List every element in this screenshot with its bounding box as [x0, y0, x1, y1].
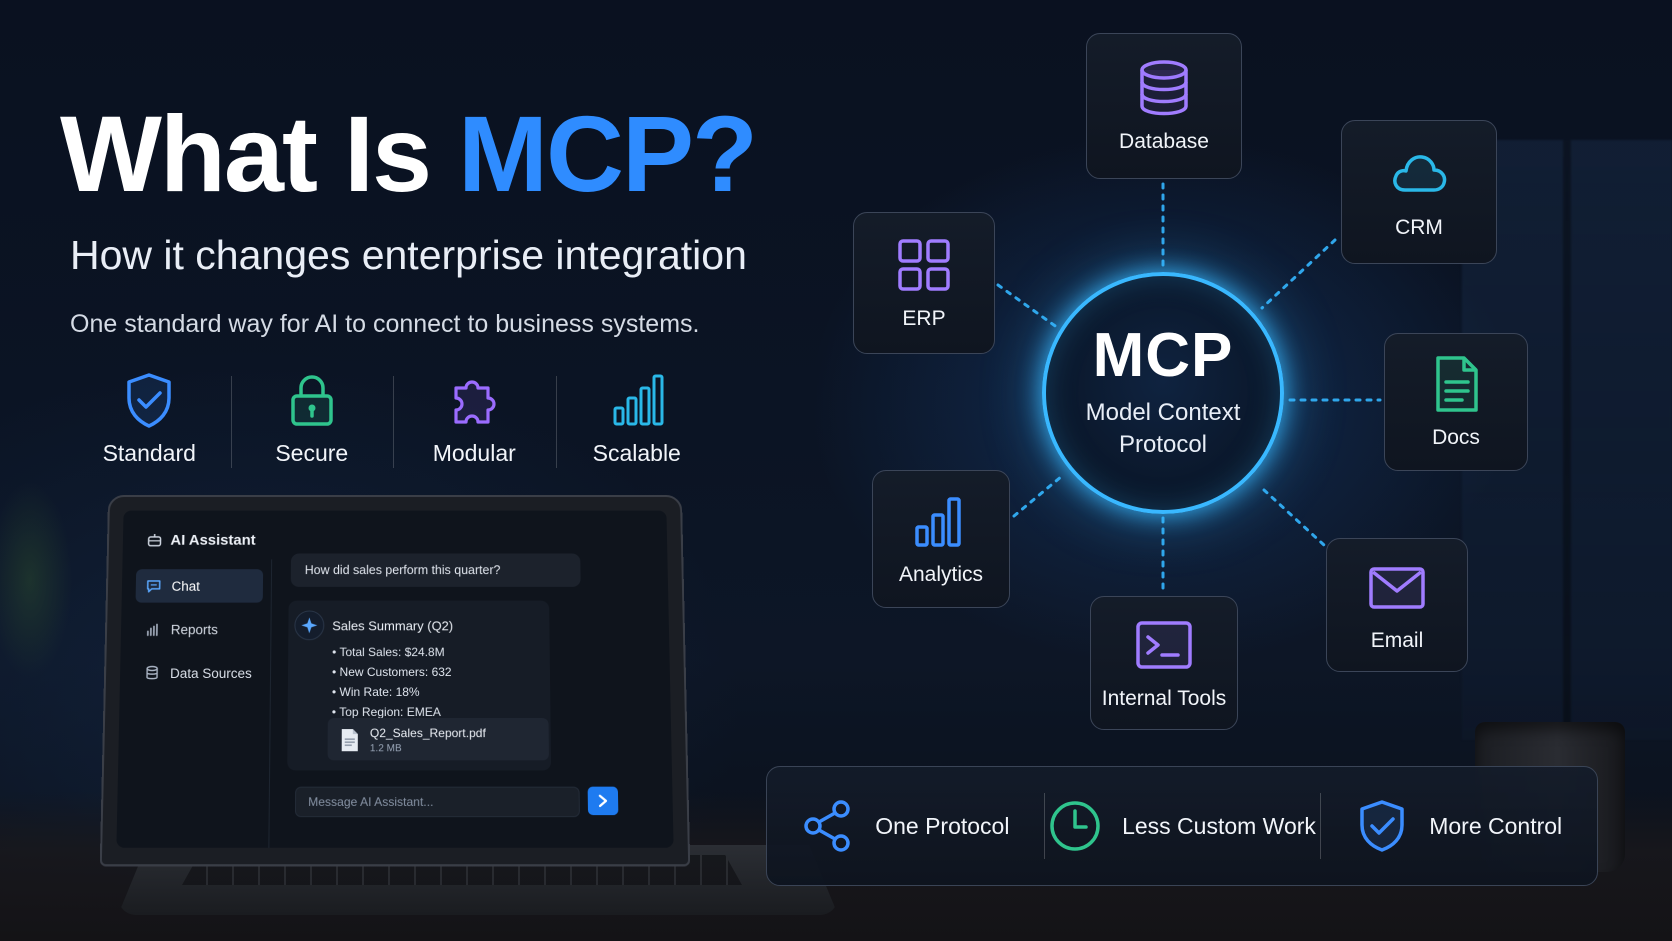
mail-icon — [1369, 567, 1425, 609]
nav-item-label: Chat — [171, 578, 201, 594]
system-label: ERP — [902, 307, 946, 330]
system-email: Email — [1326, 538, 1468, 672]
nav-divider — [268, 559, 273, 848]
terminal-icon — [1136, 621, 1192, 669]
connector-crm — [1260, 238, 1337, 310]
lock-icon — [291, 375, 333, 426]
system-label: CRM — [1395, 216, 1443, 239]
system-label: Analytics — [898, 563, 984, 586]
nav-item-chat[interactable]: Chat — [135, 569, 264, 603]
attachment-name: Q2_Sales_Report.pdf — [369, 726, 486, 741]
system-crm: CRM — [1341, 120, 1497, 264]
database-icon — [146, 666, 158, 680]
grid-icon — [898, 239, 950, 291]
list-item: Total Sales: $24.8M — [332, 642, 451, 662]
system-label: Docs — [1432, 426, 1480, 449]
reply-heading: Sales Summary (Q2) — [332, 618, 454, 634]
nav-item-label: Reports — [170, 621, 219, 637]
laptop: AI Assistant Chat Reports Data Sources H… — [99, 495, 691, 867]
feature-standard: Standard — [68, 370, 231, 475]
app-title-text: AI Assistant — [170, 532, 256, 549]
feature-label: Scalable — [592, 440, 681, 466]
user-message: How did sales perform this quarter? — [290, 553, 581, 587]
system-docs: Docs — [1384, 333, 1528, 471]
benefit-label: Less Custom Work — [1122, 812, 1316, 839]
feature-row: Standard Secure Modular Scalable — [68, 370, 718, 475]
chat-icon — [146, 578, 162, 594]
bar-chart-icon — [915, 497, 961, 547]
send-button[interactable] — [587, 786, 619, 816]
feature-modular: Modular — [393, 370, 556, 475]
system-analytics: Analytics — [872, 470, 1010, 608]
assistant-reply: Sales Summary (Q2) Total Sales: $24.8M N… — [287, 600, 552, 771]
benefit-one-protocol: One Protocol — [767, 767, 1044, 885]
shield-check-icon — [127, 373, 171, 428]
robot-icon — [147, 533, 163, 549]
assistant-nav: Chat Reports Data Sources — [134, 569, 264, 700]
title-prefix: What Is — [60, 93, 459, 214]
message-input[interactable] — [294, 786, 580, 818]
system-erp: ERP — [853, 212, 995, 354]
benefit-label: More Control — [1429, 812, 1563, 839]
system-label: Internal Tools — [1101, 687, 1227, 710]
reply-list: Total Sales: $24.8M New Customers: 632 W… — [332, 642, 452, 722]
nav-item-data-sources[interactable]: Data Sources — [134, 656, 262, 690]
sparkle-icon — [301, 617, 318, 634]
nav-item-label: Data Sources — [169, 665, 252, 681]
puzzle-icon — [454, 380, 496, 424]
chevron-right-icon — [596, 794, 610, 808]
hub-title: MCP — [1092, 321, 1234, 390]
hub-subtitle: Model Context Protocol — [1085, 399, 1241, 458]
benefit-more-control: More Control — [1320, 767, 1597, 885]
attachment-card[interactable]: Q2_Sales_Report.pdf 1.2 MB — [327, 718, 549, 761]
nav-item-reports[interactable]: Reports — [135, 612, 263, 646]
feature-label: Modular — [432, 440, 516, 466]
feature-label: Standard — [102, 440, 196, 466]
attachment-size: 1.2 MB — [369, 743, 402, 755]
system-label: Email — [1370, 629, 1424, 652]
clock-icon — [1050, 801, 1100, 851]
cloud-icon — [1393, 155, 1447, 192]
feature-scalable: Scalable — [555, 370, 719, 475]
system-database: Database — [1086, 33, 1242, 179]
page-tagline: One standard way for AI to connect to bu… — [70, 310, 700, 338]
connector-email — [1262, 488, 1326, 547]
database-icon — [1140, 60, 1188, 116]
bar-chart-icon — [613, 374, 664, 426]
feature-label: Secure — [275, 440, 349, 466]
background-plant — [0, 430, 110, 760]
mcp-hub: MCP Model Context Protocol — [1042, 272, 1284, 514]
app-title: AI Assistant — [147, 532, 256, 549]
shield-check-icon — [1360, 800, 1404, 852]
bar-chart-icon — [145, 621, 161, 637]
share-icon — [804, 800, 850, 852]
benefit-less-custom-work: Less Custom Work — [1043, 767, 1321, 885]
feature-secure: Secure — [230, 370, 394, 475]
title-accent: MCP? — [458, 93, 758, 214]
list-item: Win Rate: 18% — [332, 682, 452, 702]
page-subtitle: How it changes enterprise integration — [70, 232, 747, 278]
benefit-label: One Protocol — [875, 812, 1010, 839]
system-label: Database — [1119, 130, 1209, 153]
connector-erp — [996, 283, 1060, 330]
ai-avatar — [294, 610, 325, 641]
list-item: New Customers: 632 — [332, 662, 452, 682]
page-title: What Is MCP? — [60, 100, 758, 208]
benefits-bar: One Protocol Less Custom Work More Contr… — [766, 766, 1598, 886]
document-icon — [1436, 356, 1478, 412]
assistant-app: AI Assistant Chat Reports Data Sources H… — [116, 510, 674, 848]
connector-analytics — [1012, 474, 1064, 518]
system-internal-tools: Internal Tools — [1090, 596, 1238, 730]
file-icon — [341, 729, 358, 752]
